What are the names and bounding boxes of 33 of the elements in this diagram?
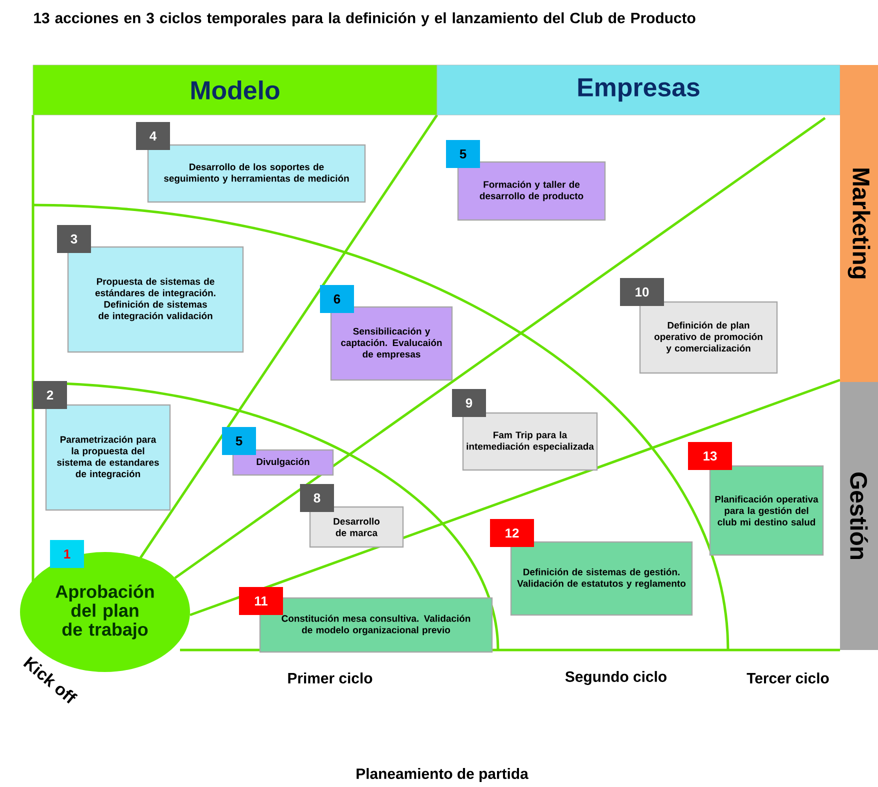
row-header: Marketing — [840, 65, 878, 382]
action-box: Desarrollo de marca — [309, 506, 404, 548]
action-box: Fam Trip para la intemediación especializada — [462, 412, 598, 471]
action-box: Desarrollo de los soportes de seguimiento y herramientas de medición — [147, 144, 366, 203]
column-header: Modelo — [32, 64, 438, 116]
row-header: Gestión — [840, 382, 878, 650]
title: 13 acciones en 3 ciclos temporales para la definición y el lanzamiento del Club de Producto — [34, 12, 696, 26]
action-box: Formación y taller de desarrollo de producto — [457, 161, 606, 221]
column-header: Empresas — [436, 64, 840, 116]
action-box: Definición de plan operativo de promoción y comercialización — [639, 301, 778, 374]
number-badge: 5 — [446, 140, 480, 168]
axis-label: Primer ciclo — [288, 672, 372, 684]
number-badge: 10 — [620, 278, 664, 306]
number-badge: 11 — [239, 587, 283, 615]
number-badge: 5 — [222, 427, 256, 455]
axis-label: Segundo ciclo — [565, 671, 666, 685]
axis-label: Planeamiento de partida — [356, 768, 528, 782]
action-box: Propuesta de sistemas de estándares de integración. Definición de sistemas de integración validación — [67, 246, 244, 353]
action-box: Divulgación — [232, 449, 334, 476]
axis-label: Tercer ciclo — [746, 672, 829, 684]
number-badge: 8 — [300, 484, 334, 512]
action-box: Parametrización para la propuesta del sistema de estandares de integración — [45, 404, 171, 511]
number-badge: 4 — [136, 122, 170, 150]
number-badge: 13 — [688, 442, 732, 470]
number-badge: 6 — [320, 285, 354, 313]
action-box: Planificación operativa para la gestión del club mi destino salud — [709, 465, 824, 556]
number-badge: 9 — [452, 389, 486, 417]
number-badge: 3 — [57, 225, 91, 253]
number-badge: 12 — [490, 519, 534, 547]
action-box: Definición de sistemas de gestión. Validación de estatutos y reglamento — [510, 541, 693, 616]
number-badge: 2 — [33, 381, 67, 409]
number-badge: 1 — [50, 540, 84, 568]
action-box: Sensibilicación y captación. Evalucaión de empresas — [330, 306, 453, 381]
